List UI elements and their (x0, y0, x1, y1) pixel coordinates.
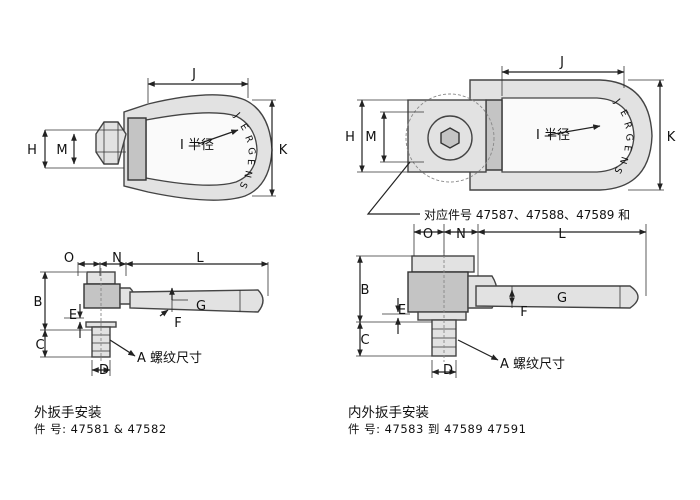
right-dim-G: G (557, 291, 567, 306)
left-dim-J: J (191, 67, 196, 82)
svg-text:S: S (237, 180, 250, 190)
left-side-thread (91, 326, 111, 358)
left-dim-G: G (196, 299, 206, 314)
svg-text:E: E (617, 108, 630, 119)
right-callout-text: 对应件号 47587、47588、47589 和 (424, 207, 630, 222)
right-caption-title: 内外扳手安装 (348, 405, 429, 421)
right-side-view: O N L B E C G F D A 螺纹尺寸 (356, 224, 647, 378)
right-side-body (407, 271, 469, 313)
right-dim-J: J (559, 55, 564, 70)
left-dim-M: M (56, 143, 67, 158)
right-dim-D: D (443, 363, 453, 378)
left-dim-B: B (34, 295, 43, 310)
left-dim-O: O (64, 251, 74, 266)
left-dim-C: C (35, 338, 44, 353)
left-dim-H: H (27, 143, 37, 158)
svg-text:N: N (241, 169, 253, 179)
right-thread-label: A 螺纹尺寸 (500, 357, 565, 372)
right-dim-B: B (361, 283, 370, 298)
left-dim-K: K (279, 143, 288, 158)
svg-text:R: R (242, 134, 255, 145)
right-dim-M: M (365, 130, 376, 145)
right-side-nut (411, 255, 475, 273)
svg-text:J: J (611, 96, 622, 106)
right-dim-O: O (423, 227, 433, 242)
svg-text:R: R (621, 121, 634, 131)
right-hex-socket (440, 127, 460, 149)
svg-text:J: J (231, 110, 242, 120)
left-arm-neck (127, 117, 147, 181)
left-dim-L: L (196, 251, 204, 266)
right-inner-wrench-outline (405, 93, 495, 183)
svg-text:N: N (617, 155, 630, 165)
svg-text:G: G (623, 133, 635, 141)
left-caption-title: 外扳手安装 (34, 405, 102, 421)
right-arm-slot (501, 97, 635, 173)
svg-text:E: E (245, 159, 256, 165)
svg-text:S: S (611, 165, 624, 176)
left-thread-label: A 螺纹尺寸 (137, 351, 202, 366)
left-side-view: O N L B E C G F D A 螺纹尺寸 (34, 251, 269, 378)
right-dim-N: N (456, 227, 466, 242)
left-dim-D: D (99, 363, 109, 378)
left-dim-F: F (174, 316, 181, 331)
left-caption-part-numbers: 件 号: 47581 & 47582 (34, 422, 167, 436)
right-brand-stamp: J E R G E N S (611, 96, 635, 175)
right-radius-label: I 半径 (536, 128, 570, 143)
svg-text:E: E (621, 145, 633, 152)
right-dim-E: E (398, 303, 406, 318)
left-radius-label: I 半径 (180, 138, 214, 153)
right-callout-leader (366, 161, 420, 215)
right-top-view: J H M K I 半径 J E R G E N S 对应件号 47587、47… (345, 55, 676, 222)
right-dim-K: K (667, 130, 676, 145)
right-dim-L: L (558, 227, 566, 242)
left-arm-slot (145, 112, 258, 186)
left-dim-N: N (112, 251, 122, 266)
right-dim-F: F (520, 305, 527, 320)
left-brand-stamp: J E R G E N S (231, 110, 257, 190)
svg-text:E: E (237, 122, 250, 133)
left-hex-nut (95, 121, 127, 165)
svg-text:G: G (245, 147, 257, 156)
left-side-handle (129, 289, 264, 313)
left-top-view: J H M K I 半径 J E R G E N S (27, 67, 288, 201)
right-dim-C: C (360, 333, 369, 348)
right-caption-part-numbers: 件 号: 47583 到 47589 47591 (348, 422, 527, 436)
right-side-handle (475, 285, 639, 309)
right-side-washer (417, 311, 467, 321)
left-side-body (83, 283, 121, 309)
right-dim-H: H (345, 130, 355, 145)
left-dim-E: E (69, 308, 77, 323)
